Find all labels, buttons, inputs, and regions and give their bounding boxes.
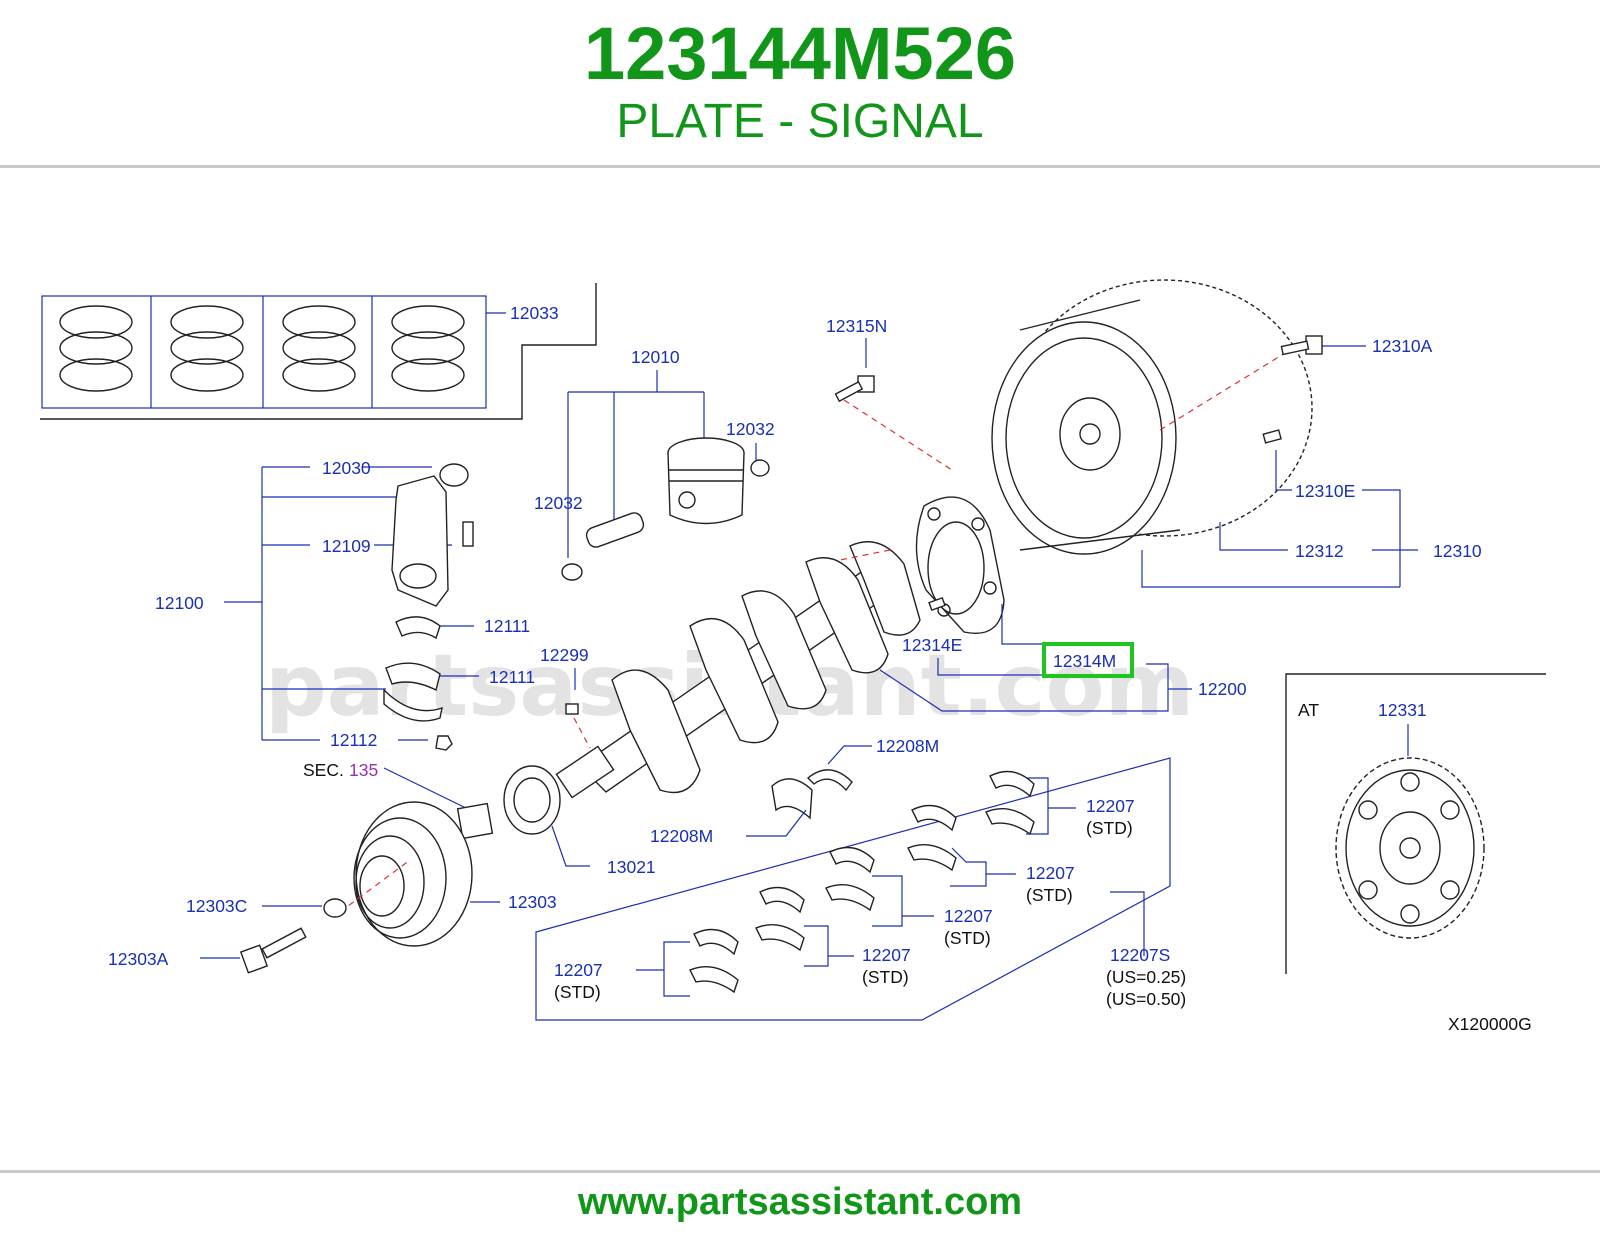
drive-plate[interactable] (1335, 757, 1485, 939)
footer-site-url[interactable]: www.partsassistant.com (577, 1181, 1023, 1223)
label-12314E[interactable]: 12314E (902, 635, 962, 655)
flywheel[interactable] (991, 279, 1313, 555)
label-12112[interactable]: 12112 (330, 730, 377, 750)
label-12109[interactable]: 12109 (322, 536, 371, 556)
crankshaft[interactable] (555, 541, 921, 799)
flywheel-bolt[interactable] (834, 375, 875, 403)
diagram-code: X120000G (1448, 1014, 1532, 1034)
dowel-pin[interactable] (928, 596, 946, 612)
label-12111-bottom[interactable]: 12111 (489, 667, 535, 687)
label-12207-a-std: (STD) (1086, 818, 1133, 838)
flywheel-bolt-12310A[interactable] (1280, 335, 1323, 356)
part-name-subtitle: PLATE - SIGNAL (616, 95, 984, 148)
label-12331[interactable]: 12331 (1378, 700, 1427, 720)
nut-sec135[interactable] (456, 802, 494, 840)
label-12314M[interactable]: 12314M (1053, 651, 1116, 671)
label-12207-c[interactable]: 12207 (944, 906, 993, 926)
snap-ring-right[interactable] (750, 459, 770, 477)
pulley-washer[interactable] (323, 898, 347, 918)
label-12315N[interactable]: 12315N (826, 316, 887, 336)
label-12207-d-std: (STD) (862, 967, 909, 987)
label-sec: SEC. (303, 760, 344, 780)
label-12030[interactable]: 12030 (322, 458, 371, 478)
label-12207-b[interactable]: 12207 (1026, 863, 1075, 883)
label-12111-top[interactable]: 12111 (484, 616, 530, 636)
crank-pulley[interactable] (353, 801, 473, 947)
label-12207-b-std: (STD) (1026, 885, 1073, 905)
label-12208M-top[interactable]: 12208M (876, 736, 939, 756)
label-12200[interactable]: 12200 (1198, 679, 1247, 699)
label-12207S[interactable]: 12207S (1110, 945, 1170, 965)
label-13021[interactable]: 13021 (607, 857, 656, 877)
label-12303A[interactable]: 12303A (108, 949, 169, 969)
signal-plate[interactable] (915, 496, 1005, 634)
piston[interactable] (667, 437, 745, 525)
part-number-title: 123144M526 (583, 12, 1017, 95)
snap-ring-left[interactable] (561, 563, 583, 581)
thrust-bearing-lower[interactable] (771, 778, 813, 820)
label-12207-e[interactable]: 12207 (554, 960, 603, 980)
footer-divider (0, 1170, 1600, 1173)
label-us025: (US=0.25) (1106, 967, 1186, 987)
label-12310E[interactable]: 12310E (1295, 481, 1355, 501)
pulley-bolt[interactable] (239, 927, 307, 974)
label-12299[interactable]: 12299 (540, 645, 589, 665)
label-us050: (US=0.50) (1106, 989, 1186, 1009)
crank-key[interactable] (565, 703, 579, 715)
label-12207-d[interactable]: 12207 (862, 945, 911, 965)
rod-bolt[interactable] (462, 521, 474, 547)
label-12310[interactable]: 12310 (1433, 541, 1482, 561)
main-bearing-shells[interactable] (689, 770, 1035, 994)
label-12310A[interactable]: 12310A (1372, 336, 1433, 356)
label-12303[interactable]: 12303 (508, 892, 557, 912)
crank-sprocket[interactable] (503, 765, 561, 835)
header-divider (0, 165, 1600, 168)
label-12207-c-std: (STD) (944, 928, 991, 948)
label-12207-e-std: (STD) (554, 982, 601, 1002)
label-12010[interactable]: 12010 (631, 347, 680, 367)
piston-ring-sets[interactable] (40, 283, 597, 420)
label-sec-135[interactable]: 135 (349, 760, 378, 780)
label-12208M-bottom[interactable]: 12208M (650, 826, 713, 846)
flywheel-dowel[interactable] (1262, 429, 1282, 444)
label-12032-left[interactable]: 12032 (534, 493, 583, 513)
label-12207-a[interactable]: 12207 (1086, 796, 1135, 816)
label-12032-top[interactable]: 12032 (726, 419, 775, 439)
main-bearings-group-frame (535, 757, 1171, 1021)
thrust-bearing-upper[interactable] (806, 769, 853, 792)
page-header: 123144M526 PLATE - SIGNAL (0, 0, 1600, 168)
label-12303C[interactable]: 12303C (186, 896, 247, 916)
at-section-frame (1285, 673, 1546, 974)
label-at: AT (1298, 700, 1319, 720)
label-12100[interactable]: 12100 (155, 593, 204, 613)
label-12033[interactable]: 12033 (510, 303, 559, 323)
piston-pin[interactable] (584, 511, 645, 550)
highlight-box-12314M[interactable] (1042, 642, 1134, 678)
label-12312[interactable]: 12312 (1295, 541, 1344, 561)
connecting-rod[interactable] (383, 463, 474, 751)
parts-diagram: partsassistant.com 12033 12010 12032 120… (40, 279, 1546, 1034)
